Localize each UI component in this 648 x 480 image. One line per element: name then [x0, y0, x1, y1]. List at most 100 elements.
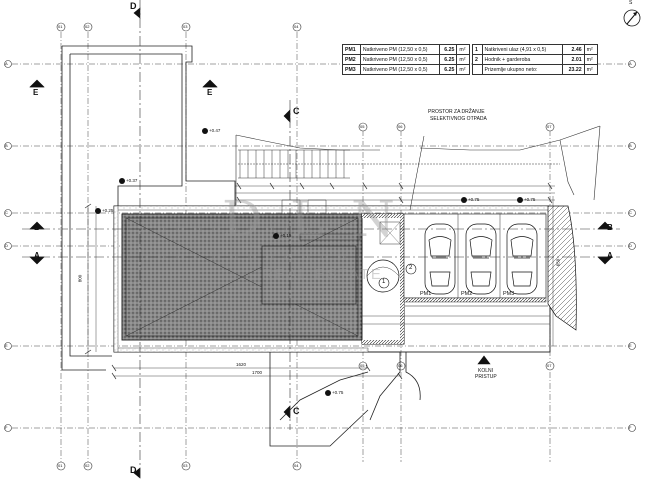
dimension-label: 650	[555, 258, 561, 267]
area-cell-desc: Natkriveno PM (12,50 x 0,5)	[359, 64, 441, 75]
area-cell-id: PM1	[342, 44, 361, 55]
area-cell-desc: Natkriveni ulaz (4,91 x 0,5)	[481, 44, 563, 55]
terrain-lines	[235, 125, 601, 205]
grid-bubble-row-d: D	[629, 243, 632, 248]
level-label: +0.47	[209, 128, 221, 133]
area-cell-value: 2.46	[561, 44, 585, 55]
car-pm2	[465, 223, 497, 295]
parking-label-pm2: PM2	[461, 291, 473, 297]
level-label: +0.25	[102, 208, 114, 213]
area-cell-id: 2	[472, 54, 483, 65]
grid-bubble-row-d: D	[5, 243, 8, 248]
grid-bubble-column: 06	[398, 363, 403, 368]
area-cell-desc: Natkriveno PM (12,50 x 0,5)	[359, 54, 441, 65]
section-letter-b-left: B	[34, 223, 40, 232]
area-cell-desc: Natkriveno PM (12,50 x 0,5)	[359, 44, 441, 55]
north-arrow-letter: S	[629, 0, 633, 6]
area-cell-unit: m²	[456, 54, 470, 65]
grid-bubble-column: 06	[398, 124, 403, 129]
car-pm3	[506, 223, 538, 295]
section-letter-e-right: E	[207, 88, 213, 97]
level-markers	[95, 128, 523, 396]
area-cell-id: PM3	[342, 64, 361, 75]
grid-bubble-row-c: C	[5, 210, 8, 215]
grid-bubble-row-c: C	[629, 210, 632, 215]
grid-bubble-row-a: A	[5, 61, 8, 66]
section-letter-b-right: B	[607, 223, 613, 232]
area-cell-id	[472, 64, 483, 75]
grid-bubble-column: 03	[183, 24, 188, 29]
area-cell-unit: m²	[456, 44, 470, 55]
area-cell-unit: m²	[456, 64, 470, 75]
section-letter-a-left: A	[34, 251, 40, 260]
level-label: +0.75	[524, 197, 536, 202]
level-label: +0.15	[280, 233, 292, 238]
parking-label-pm3: PM3	[503, 291, 515, 297]
exterior-stairs	[238, 149, 560, 179]
grid-bubble-row-b: B	[5, 143, 8, 148]
grid-bubble-row-b: B	[629, 143, 632, 148]
room-number-2: 2	[409, 265, 413, 271]
parking-label-pm1: PM1	[420, 291, 432, 297]
dimension-label: 1700	[252, 370, 263, 375]
area-cell-value: 6.25	[439, 64, 458, 75]
area-cell-value: 23.22	[561, 64, 585, 75]
waste-storage-label-line-2: SELEKTIVNOG OTPADA	[430, 116, 487, 122]
area-cell-unit: m²	[583, 64, 599, 75]
grid-bubble-column: 04	[294, 463, 299, 468]
area-cell-desc: Prizemlje ukupno neto:	[481, 64, 563, 75]
section-letter-e-left: E	[33, 88, 39, 97]
area-cell-id: 1	[472, 44, 483, 55]
driveway-access-label-line-1: KOLNI	[478, 368, 494, 374]
waste-storage-label-line-1: PROSTOR ZA DRŽANJE	[428, 109, 485, 115]
grid-bubble-row-e: E	[629, 343, 632, 348]
car-pm1	[424, 223, 456, 295]
north-arrow	[623, 9, 641, 27]
roof-garden	[121, 213, 363, 341]
grid-bubble-column: 01	[58, 463, 63, 468]
section-letter-d-bottom: D	[130, 465, 137, 475]
section-letter-d-top: D	[130, 1, 137, 11]
area-cell-value: 6.25	[439, 44, 458, 55]
grid-bubble-column: 05	[360, 363, 365, 368]
grid-bubble-column: 02	[85, 463, 90, 468]
area-cell-unit: m²	[583, 54, 599, 65]
grid-bubble-column: 01	[58, 24, 63, 29]
stone-wall	[547, 205, 577, 331]
area-cell-unit: m²	[583, 44, 599, 55]
area-cell-value: 2.01	[561, 54, 585, 65]
grid-bubble-column: 07	[547, 124, 552, 129]
grid-bubble-column: 03	[183, 463, 188, 468]
grid-bubble-row-a: A	[629, 61, 632, 66]
core-walls	[281, 199, 405, 345]
grid-bubble-column: 05	[360, 124, 365, 129]
grid-column-bubbles	[56, 22, 555, 471]
section-letter-a-right: A	[607, 251, 613, 260]
grid-row-bubbles	[4, 60, 636, 432]
level-label: +0.37	[126, 178, 138, 183]
grid-bubble-row-f: F	[5, 425, 8, 430]
grid-bubble-column: 04	[294, 24, 299, 29]
dimension-label: 800	[77, 274, 83, 283]
level-label: +0.75	[468, 197, 480, 202]
room-number-circles	[378, 263, 417, 289]
area-cell-desc: Hodnik + garderoba	[481, 54, 563, 65]
grid-bubble-row-e: E	[5, 343, 8, 348]
room-number-1: 1	[382, 279, 386, 285]
driveway-access-label-line-2: PRISTUP	[475, 374, 497, 380]
grid-bubble-column: 07	[547, 363, 552, 368]
grid-bubble-row-f: F	[629, 425, 632, 430]
area-cell-value: 6.25	[439, 54, 458, 65]
waste-leader	[409, 135, 425, 211]
section-letter-c-top: C	[293, 106, 300, 116]
dimension-label: 1620	[236, 362, 247, 367]
